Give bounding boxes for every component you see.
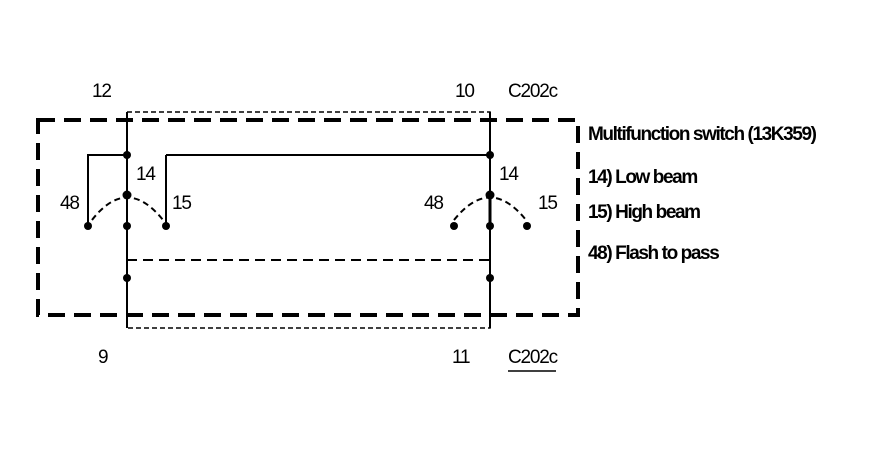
junction-dot bbox=[123, 151, 131, 159]
wire-left-48 bbox=[87, 154, 127, 226]
contact-left-15 bbox=[162, 222, 170, 230]
switch-pivot-right bbox=[485, 190, 495, 200]
contact-right-15 bbox=[523, 222, 531, 230]
pin-label-9: 9 bbox=[98, 347, 108, 368]
switch-right-label-14: 14 bbox=[499, 164, 519, 185]
switch-pivot-left bbox=[122, 190, 132, 200]
pin-label-11: 11 bbox=[452, 347, 470, 368]
legend-item-low-beam: 14) Low beam bbox=[588, 167, 697, 188]
junction-dots bbox=[84, 151, 531, 282]
connector-housing bbox=[126, 111, 491, 329]
junction-dot bbox=[123, 274, 131, 282]
contact-left-48 bbox=[84, 222, 92, 230]
legend-item-flash-to-pass: 48) Flash to pass bbox=[588, 243, 719, 264]
connector-label-top: C202c bbox=[508, 81, 558, 102]
switch-left-label-14: 14 bbox=[136, 164, 156, 185]
contact-left-14 bbox=[123, 222, 131, 230]
contact-right-48 bbox=[450, 222, 458, 230]
junction-dot bbox=[486, 274, 494, 282]
switch-left-label-15: 15 bbox=[172, 193, 191, 214]
switch-right-label-15: 15 bbox=[538, 193, 557, 214]
component-title: Multifunction switch (13K359) bbox=[588, 124, 817, 145]
pin-label-10: 10 bbox=[455, 81, 474, 102]
switch-right-label-48: 48 bbox=[424, 193, 443, 214]
junction-dot bbox=[486, 151, 494, 159]
legend-item-high-beam: 15) High beam bbox=[588, 202, 700, 223]
component-boundary bbox=[36, 118, 580, 317]
connector-label-bottom: C202c bbox=[508, 347, 558, 368]
pin-label-12: 12 bbox=[92, 81, 111, 102]
switch-left-label-48: 48 bbox=[60, 193, 79, 214]
contact-right-14 bbox=[486, 222, 494, 230]
